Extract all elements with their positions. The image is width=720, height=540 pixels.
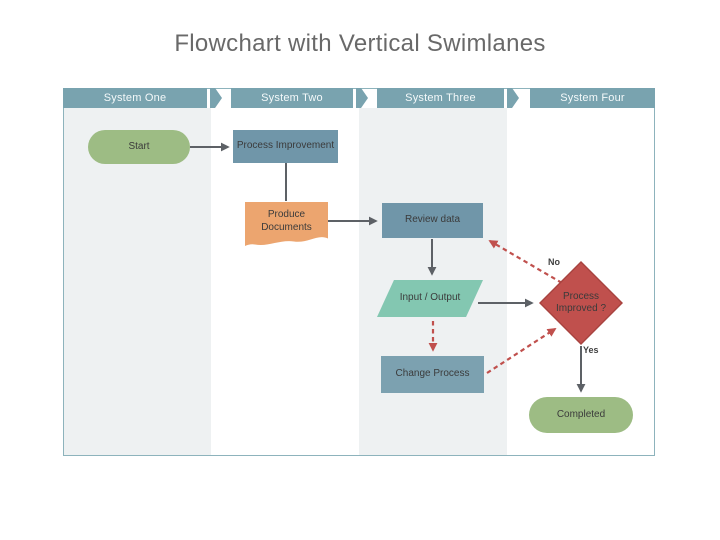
- slide-title: Flowchart with Vertical Swimlanes: [174, 30, 546, 57]
- node-review-data-label: Review data: [404, 214, 461, 226]
- node-input-output: Input / Output: [377, 280, 483, 317]
- node-start-label: Start: [128, 140, 150, 152]
- lane-header-label: System Four: [560, 92, 625, 104]
- lane-separator-arrow-icon: [210, 88, 222, 108]
- node-produce-documents: Produce Documents: [245, 202, 328, 248]
- lane-header-system-four: System Four: [530, 88, 655, 108]
- edge-label-yes: Yes: [583, 345, 599, 355]
- swimlane-system-one: [63, 108, 211, 455]
- node-start: Start: [88, 130, 190, 164]
- lane-header-system-two: System Two: [231, 88, 353, 108]
- node-input-output-label: Input / Output: [399, 292, 461, 304]
- node-completed-label: Completed: [556, 408, 606, 420]
- lane-header-label: System One: [103, 92, 167, 104]
- node-process-improved: Process Improved ?: [539, 261, 623, 345]
- edge-label-no: No: [548, 257, 560, 267]
- node-process-improvement: Process Improvement: [233, 130, 338, 163]
- node-produce-documents-label: Produce Documents: [261, 209, 312, 233]
- node-completed: Completed: [529, 397, 633, 433]
- node-process-improvement-label: Process Improvement: [236, 140, 335, 152]
- node-change-process: Change Process: [381, 356, 484, 393]
- lane-header-label: System Two: [261, 92, 323, 104]
- lane-header-label: System Three: [405, 92, 476, 104]
- node-review-data: Review data: [382, 203, 483, 238]
- lane-header-system-one: System One: [63, 88, 207, 108]
- document-shape-icon: [245, 202, 328, 246]
- lane-separator-arrow-icon: [356, 88, 368, 108]
- lane-separator-arrow-icon: [507, 88, 519, 108]
- lane-header-system-three: System Three: [377, 88, 504, 108]
- node-process-improved-label: Process Improved ?: [555, 290, 607, 315]
- node-change-process-label: Change Process: [395, 368, 470, 380]
